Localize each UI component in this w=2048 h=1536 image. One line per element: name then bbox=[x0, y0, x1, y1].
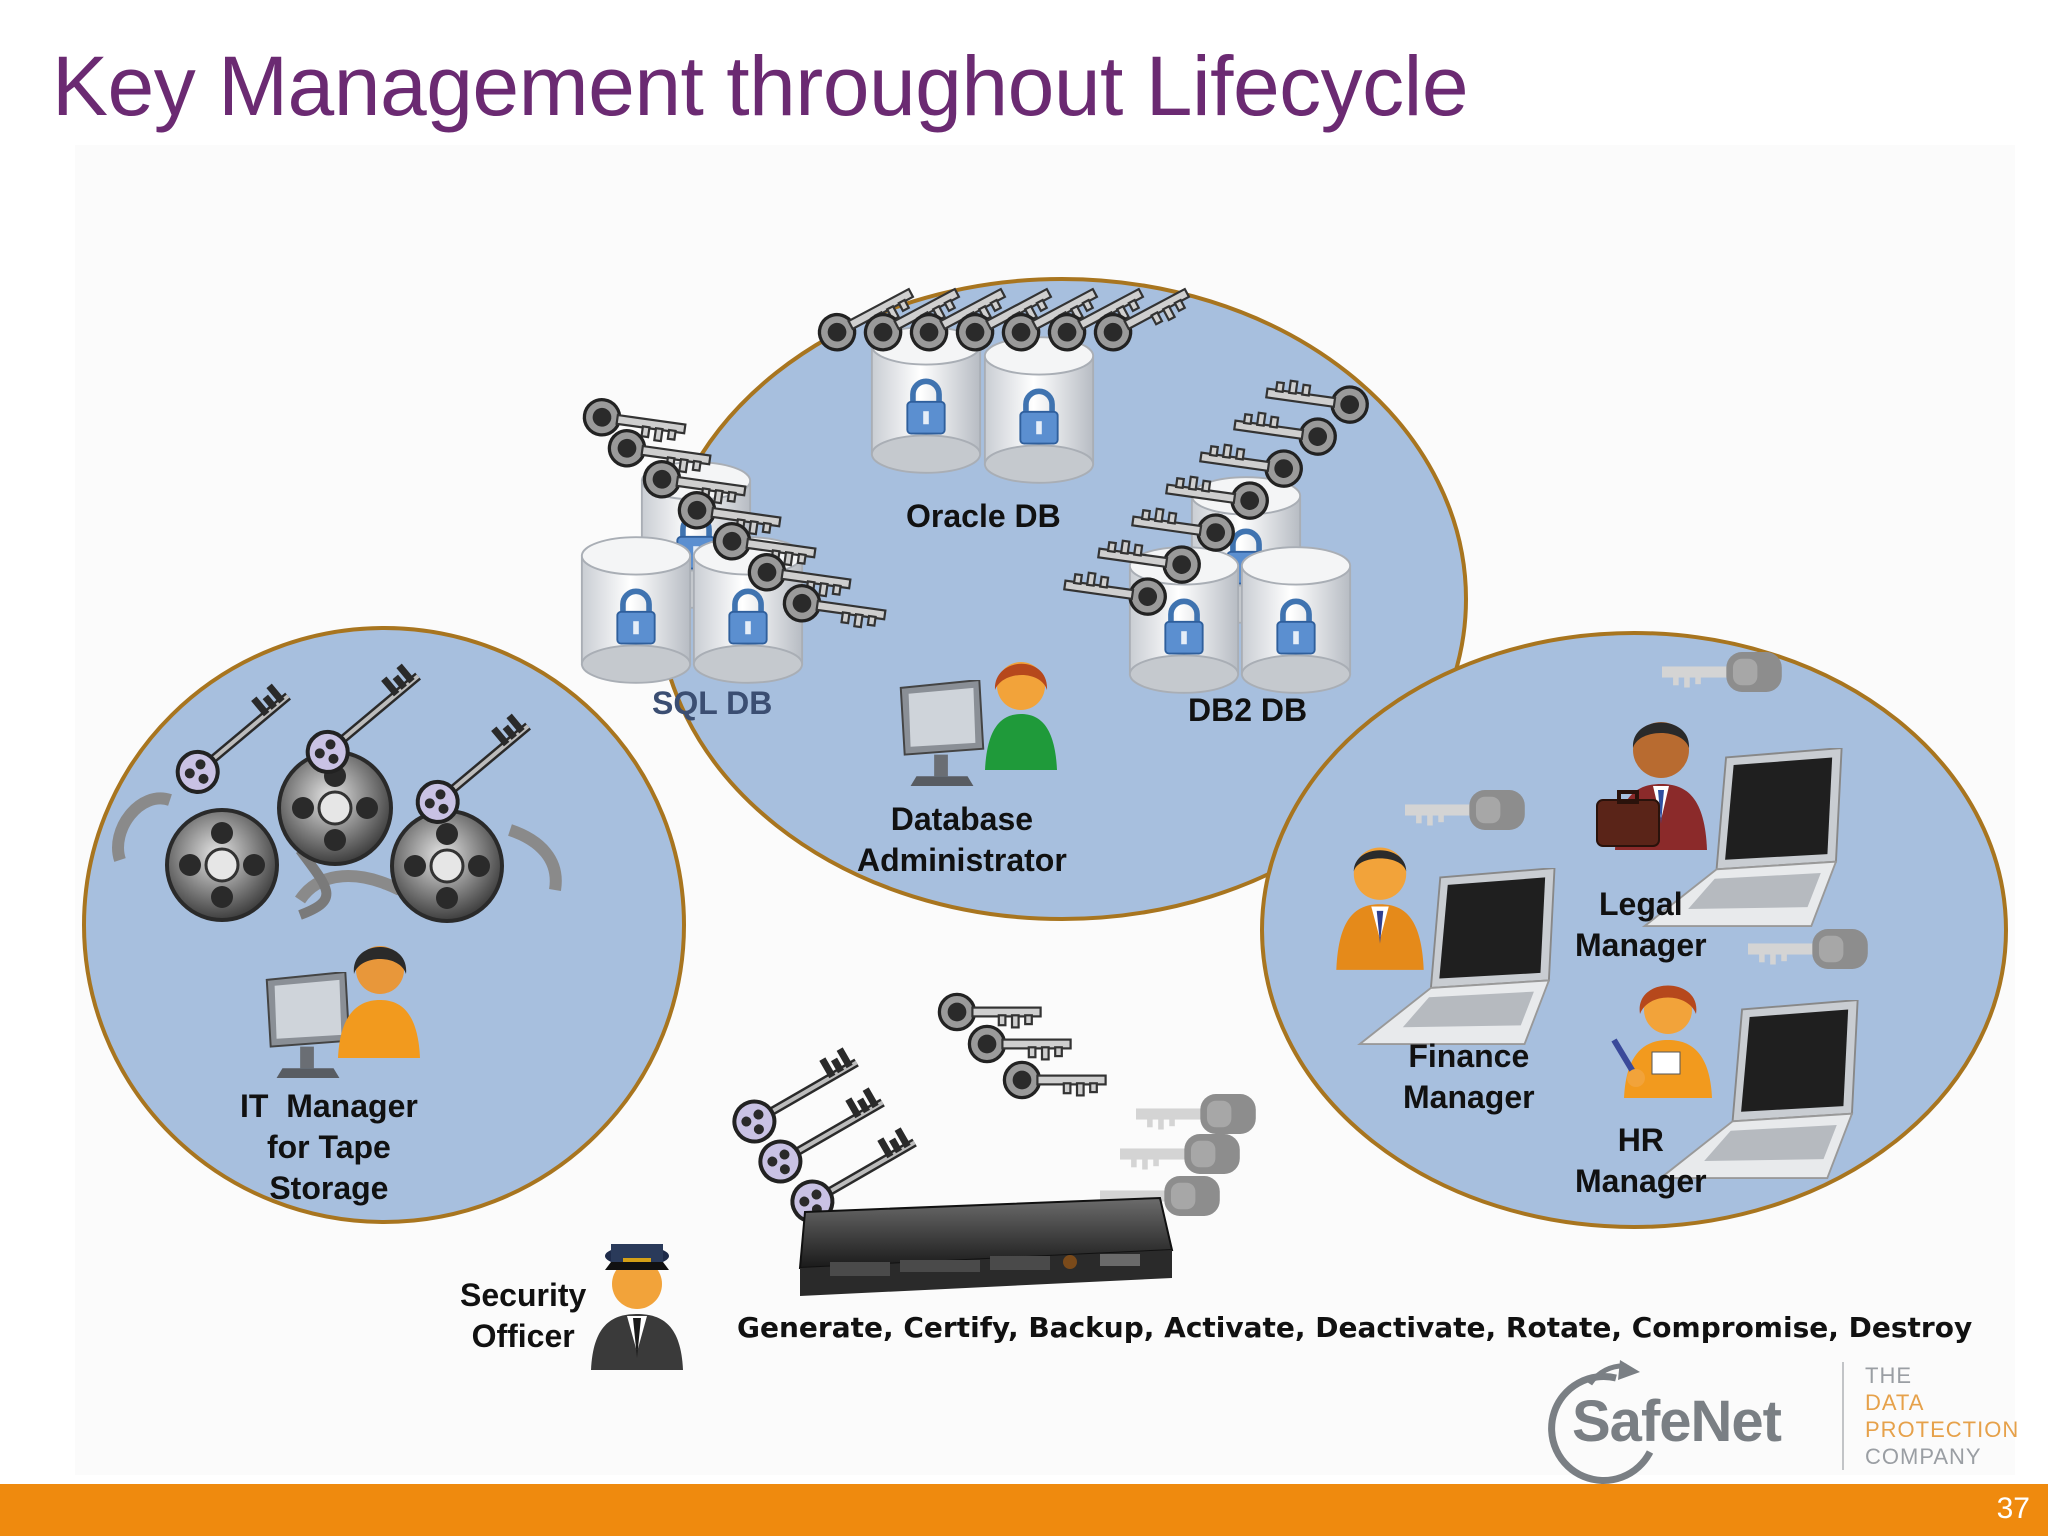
it-label-line3: Storage bbox=[269, 1170, 389, 1206]
finance-label-line1: Finance bbox=[1408, 1038, 1530, 1074]
server-blank-keys-icon bbox=[1100, 1094, 1256, 1216]
legal-label-line2: Manager bbox=[1575, 927, 1707, 963]
tagline-line1: THE bbox=[1865, 1363, 1912, 1388]
it-manager-label: IT Manager for Tape Storage bbox=[240, 1086, 418, 1209]
server-skeleton-keys-icon bbox=[727, 1045, 925, 1229]
it-label-line2: for Tape bbox=[266, 1129, 391, 1165]
footer-bar: 37 bbox=[0, 1484, 2048, 1536]
safenet-logo-icon bbox=[1548, 1360, 1844, 1484]
lifecycle-operations-text: Generate, Certify, Backup, Activate, Dea… bbox=[737, 1311, 1973, 1344]
security-officer-icon bbox=[591, 1244, 683, 1370]
it-label-line1: IT Manager bbox=[240, 1088, 418, 1124]
dba-label-line2: Administrator bbox=[857, 842, 1067, 878]
security-officer-label: Security Officer bbox=[460, 1275, 586, 1357]
hr-manager-icon bbox=[1611, 985, 1859, 1180]
slide-title: Key Management throughout Lifecycle bbox=[52, 39, 1469, 133]
legal-label-line1: Legal bbox=[1599, 886, 1683, 922]
hr-label-line1: HR bbox=[1617, 1122, 1664, 1158]
server-round-keys-icon bbox=[937, 992, 1108, 1100]
tagline-line4: COMPANY bbox=[1865, 1444, 1982, 1469]
database-administrator-icon bbox=[899, 662, 1057, 788]
finance-label-line2: Manager bbox=[1403, 1079, 1535, 1115]
it-manager-icon bbox=[265, 946, 420, 1080]
circle-tape-storage bbox=[82, 626, 686, 1224]
safenet-logo-text: SafeNet bbox=[1572, 1389, 1782, 1454]
database-administrator-label: Database Administrator bbox=[857, 799, 1067, 881]
hr-manager-label: HR Manager bbox=[1575, 1120, 1707, 1202]
tape-reels-icon bbox=[112, 750, 562, 923]
security-label-line1: Security bbox=[460, 1277, 587, 1313]
security-label-line2: Officer bbox=[471, 1318, 575, 1354]
sql-db-label: SQL DB bbox=[652, 685, 773, 721]
tagline-line3: PROTECTION bbox=[1865, 1417, 2020, 1442]
key-manager-appliance-icon bbox=[798, 1196, 1174, 1296]
finance-manager-label: Finance Manager bbox=[1403, 1036, 1535, 1118]
page-number: 37 bbox=[1996, 1492, 2030, 1525]
tagline-line2: DATA bbox=[1865, 1390, 1925, 1415]
db2-db-label: DB2 DB bbox=[1188, 692, 1308, 728]
oracle-db-label: Oracle DB bbox=[906, 498, 1061, 534]
legal-manager-label: Legal Manager bbox=[1575, 884, 1707, 966]
dba-label-line1: Database bbox=[890, 801, 1034, 837]
logo-tagline: THE DATA PROTECTION COMPANY bbox=[1865, 1362, 2019, 1470]
legal-manager-icon bbox=[1596, 722, 1843, 928]
hr-label-line2: Manager bbox=[1575, 1163, 1707, 1199]
